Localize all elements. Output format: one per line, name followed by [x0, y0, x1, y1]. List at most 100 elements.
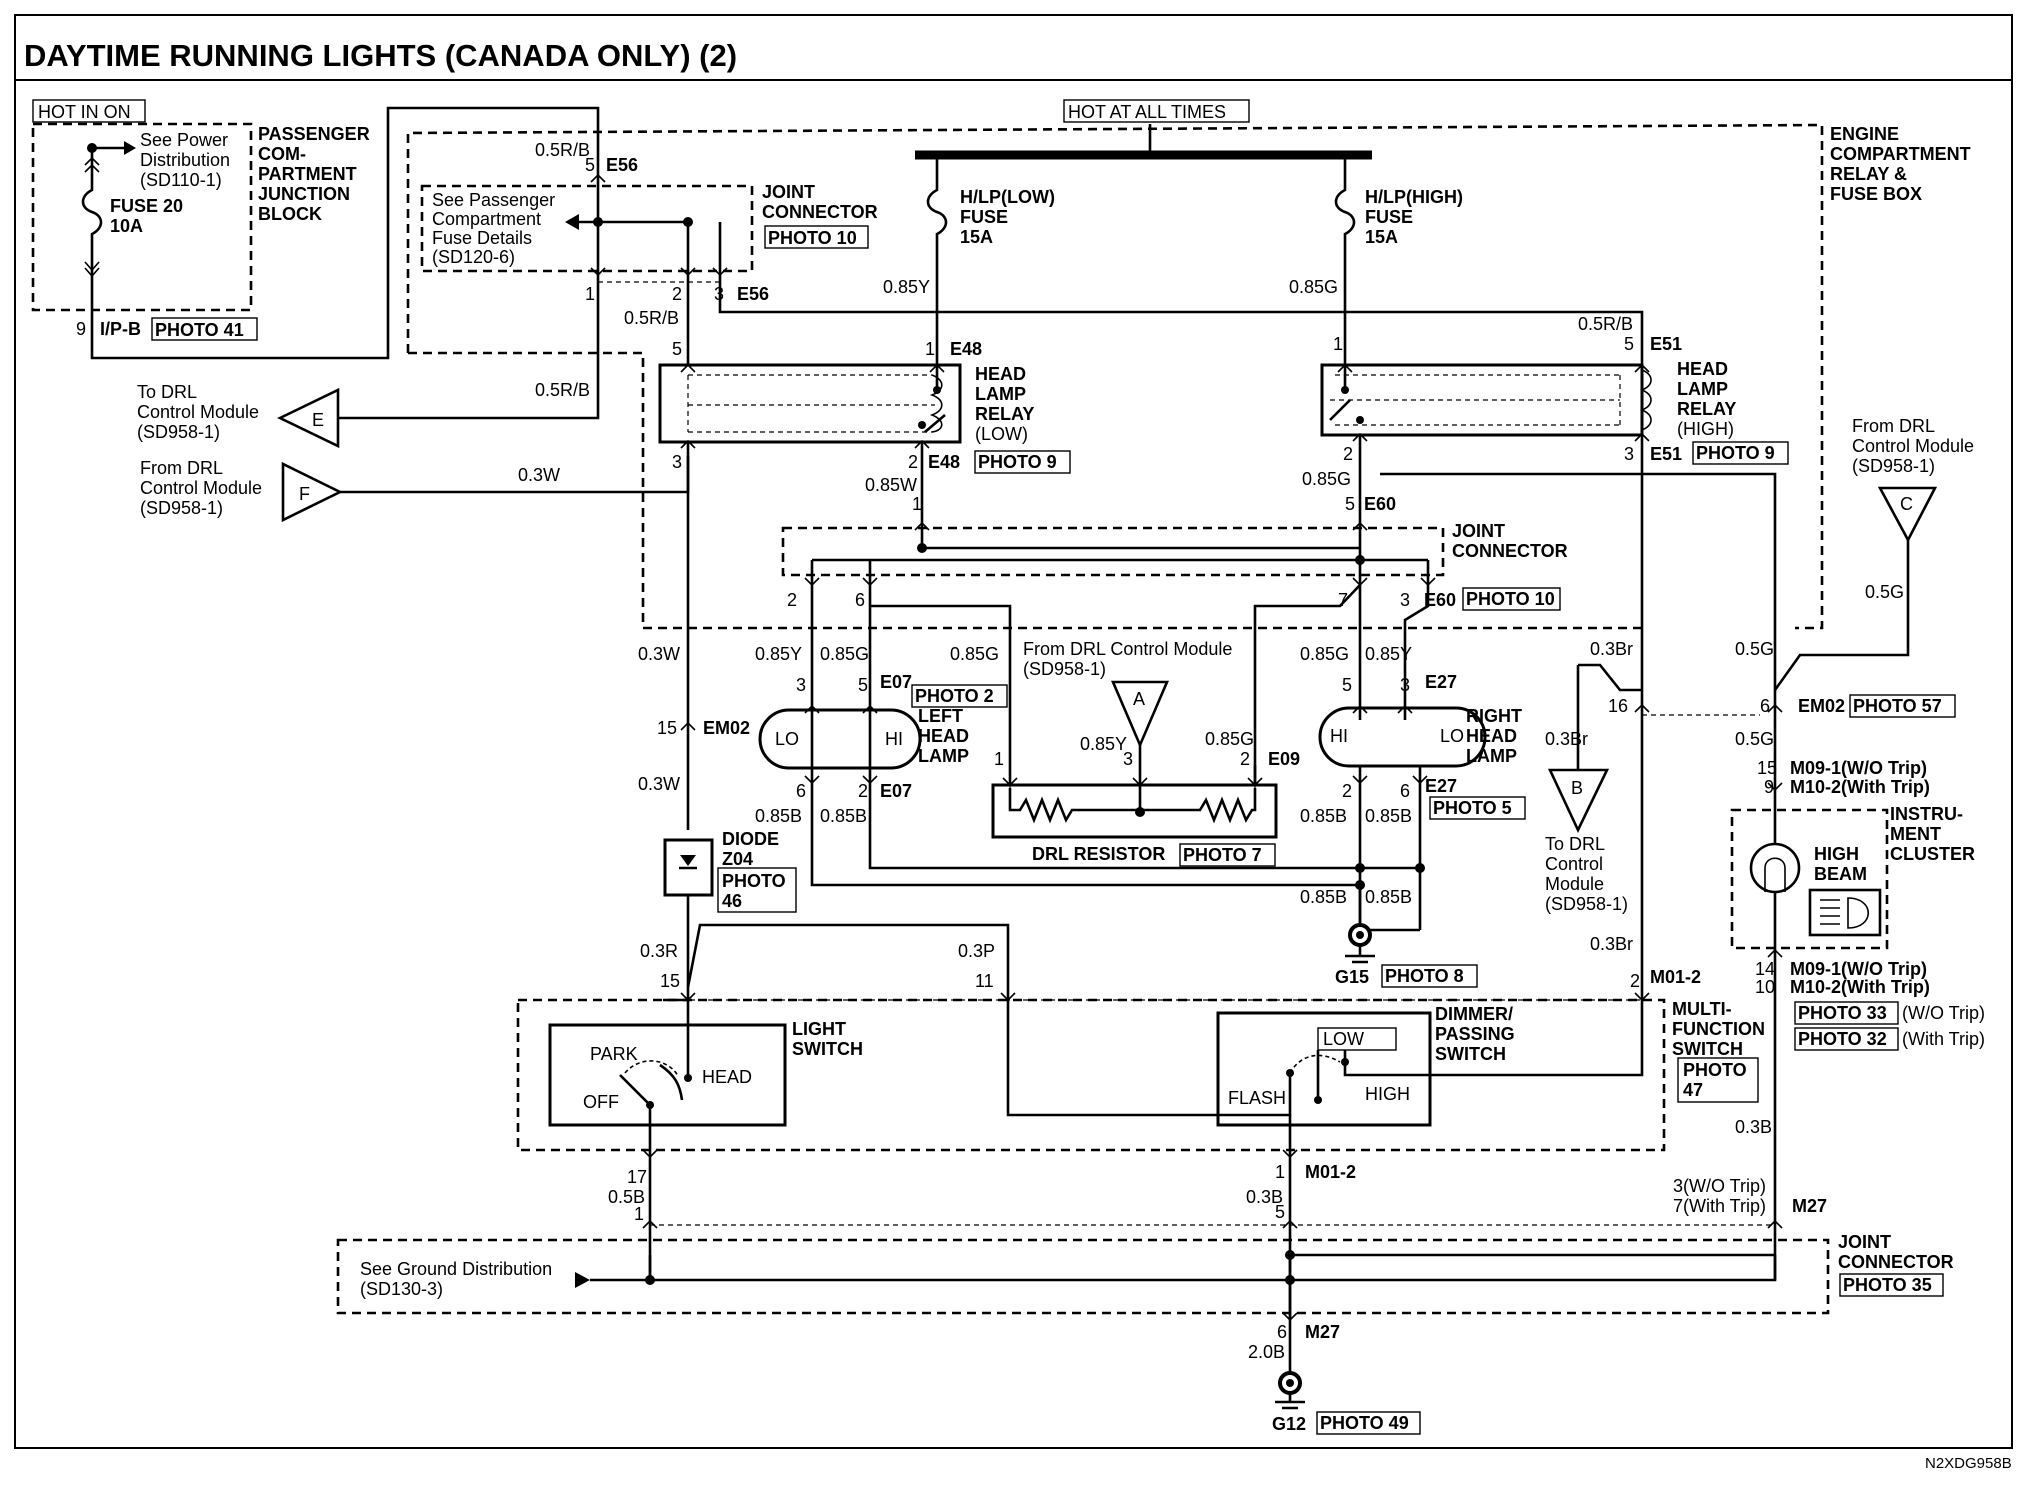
svg-text:0.3Br: 0.3Br — [1590, 639, 1633, 659]
svg-text:FLASH: FLASH — [1228, 1088, 1286, 1108]
svg-text:9: 9 — [76, 319, 86, 339]
arrow-right-icon — [575, 1272, 590, 1288]
svg-text:0.85G: 0.85G — [1205, 729, 1254, 749]
svg-text:Control Module: Control Module — [1852, 436, 1974, 456]
fuse-low-symbol — [926, 155, 948, 345]
svg-text:5: 5 — [585, 155, 595, 175]
hot-in-on-label: HOT IN ON — [38, 102, 131, 122]
svg-text:CONNECTOR: CONNECTOR — [1452, 541, 1568, 561]
svg-text:Z04: Z04 — [722, 849, 753, 869]
svg-text:(SD958-1): (SD958-1) — [140, 498, 223, 518]
svg-text:5: 5 — [858, 675, 868, 695]
svg-text:C: C — [1900, 494, 1913, 514]
svg-text:Control: Control — [1545, 854, 1603, 874]
fuse-high-symbol — [1334, 155, 1356, 345]
svg-text:Compartment: Compartment — [432, 209, 541, 229]
svg-text:2: 2 — [672, 284, 682, 304]
e07-bottom: E07 — [880, 781, 912, 801]
engine-box-outline — [406, 123, 1824, 630]
dimmer-passing-switch — [1216, 1011, 1432, 1127]
svg-text:DIODE: DIODE — [722, 829, 779, 849]
svg-text:F: F — [299, 484, 310, 504]
high-beam-icon — [1808, 888, 1882, 937]
e27-top: E27 — [1425, 672, 1457, 692]
svg-text:(SD958-1): (SD958-1) — [1852, 456, 1935, 476]
e60-top: E60 — [1364, 494, 1396, 514]
svg-text:HIGH: HIGH — [1814, 844, 1859, 864]
svg-text:(SD120-6): (SD120-6) — [432, 247, 515, 267]
svg-text:JOINT: JOINT — [762, 182, 815, 202]
engine-box-label-1: ENGINE — [1830, 124, 1899, 144]
diagram-frame — [14, 14, 2013, 1449]
svg-text:46: 46 — [722, 891, 742, 911]
see-power-dist-2: Distribution — [140, 150, 230, 170]
svg-text:CONNECTOR: CONNECTOR — [762, 202, 878, 222]
svg-text:LO: LO — [775, 729, 799, 749]
svg-text:15: 15 — [1757, 758, 1777, 778]
svg-text:PHOTO 49: PHOTO 49 — [1320, 1413, 1409, 1433]
e09: E09 — [1268, 749, 1300, 769]
svg-text:0.3B: 0.3B — [1246, 1187, 1283, 1207]
svg-text:PARK: PARK — [590, 1044, 638, 1064]
svg-text:LOW: LOW — [1323, 1029, 1364, 1049]
left-head-lamp — [758, 708, 922, 770]
svg-text:From DRL: From DRL — [1852, 416, 1935, 436]
svg-text:(W/O Trip): (W/O Trip) — [1902, 1003, 1985, 1023]
svg-text:2: 2 — [1240, 749, 1250, 769]
joint-connector-3 — [336, 1238, 1830, 1315]
resistor-right-icon — [1140, 788, 1257, 824]
svg-text:PHOTO 32: PHOTO 32 — [1798, 1029, 1887, 1049]
resistor-left-icon — [1008, 788, 1140, 824]
svg-text:17: 17 — [627, 1167, 647, 1187]
svg-text:11: 11 — [975, 971, 994, 991]
svg-text:3: 3 — [1624, 444, 1634, 464]
svg-text:MULTI-: MULTI- — [1672, 999, 1732, 1019]
svg-text:0.85B: 0.85B — [820, 806, 867, 826]
instrument-cluster — [1730, 808, 1889, 950]
doc-code: N2XDG958B — [1925, 1455, 2012, 1472]
svg-text:0.3P: 0.3P — [958, 941, 995, 961]
svg-text:0.85G: 0.85G — [1302, 469, 1351, 489]
svg-text:PHOTO 9: PHOTO 9 — [1696, 443, 1775, 463]
svg-text:LO: LO — [1440, 726, 1464, 746]
svg-text:2: 2 — [1630, 971, 1640, 991]
fuse-low-label-3: 15A — [960, 227, 993, 247]
svg-text:PHOTO 57: PHOTO 57 — [1853, 696, 1942, 716]
junction-block-label-4: JUNCTION — [258, 184, 350, 204]
m27-bottom: M27 — [1305, 1322, 1340, 1342]
svg-text:PHOTO 2: PHOTO 2 — [915, 686, 994, 706]
svg-text:(SD958-1): (SD958-1) — [1023, 659, 1106, 679]
junction-block-label-2: COM- — [258, 144, 306, 164]
svg-text:(SD130-3): (SD130-3) — [360, 1279, 443, 1299]
svg-text:0.3Br: 0.3Br — [1590, 934, 1633, 954]
svg-text:0.5R/B: 0.5R/B — [535, 380, 590, 400]
e27-bottom: E27 — [1425, 776, 1457, 796]
svg-text:HEAD: HEAD — [702, 1067, 752, 1087]
svg-text:0.85B: 0.85B — [1300, 806, 1347, 826]
svg-text:Control Module: Control Module — [137, 402, 259, 422]
svg-text:0.3W: 0.3W — [518, 465, 560, 485]
svg-text:1: 1 — [912, 494, 922, 514]
joint-connector-1 — [420, 184, 754, 273]
fuse20-label-1: FUSE 20 — [110, 196, 183, 216]
offpage-c — [1877, 486, 1938, 543]
fuse20-symbol — [81, 150, 103, 300]
svg-text:2: 2 — [1342, 781, 1352, 801]
junction-block-label-5: BLOCK — [258, 204, 322, 224]
svg-text:PHOTO 7: PHOTO 7 — [1183, 845, 1262, 865]
ipb-connector: I/P-B — [100, 319, 141, 339]
engine-box-label-3: RELAY & — [1830, 164, 1907, 184]
fuse-high-label-2: FUSE — [1365, 207, 1413, 227]
svg-text:1: 1 — [1333, 334, 1343, 354]
svg-text:PHOTO 10: PHOTO 10 — [768, 228, 857, 248]
svg-text:LAMP: LAMP — [975, 384, 1026, 404]
svg-text:5: 5 — [1275, 1202, 1285, 1222]
svg-text:0.85B: 0.85B — [1300, 887, 1347, 907]
svg-text:0.5R/B: 0.5R/B — [1578, 314, 1633, 334]
drl-resistor — [991, 783, 1278, 839]
relay-high — [1320, 363, 1644, 437]
fuse-high-label-3: 15A — [1365, 227, 1398, 247]
fuse20-label-2: 10A — [110, 216, 143, 236]
light-switch — [548, 1023, 787, 1127]
